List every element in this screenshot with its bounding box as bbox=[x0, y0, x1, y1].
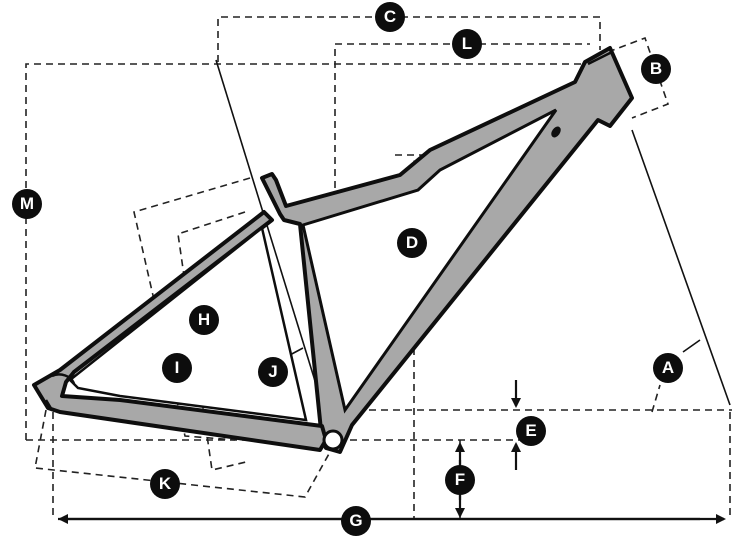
label-i: I bbox=[162, 353, 192, 383]
label-k: K bbox=[150, 469, 180, 499]
label-j: J bbox=[258, 357, 288, 387]
label-c: C bbox=[375, 2, 405, 32]
reference-lines bbox=[215, 59, 731, 437]
label-h: H bbox=[189, 305, 219, 335]
label-d: D bbox=[397, 228, 427, 258]
label-a: A bbox=[653, 353, 683, 383]
label-f: F bbox=[445, 465, 475, 495]
bike-frame bbox=[32, 46, 634, 454]
label-l: L bbox=[452, 29, 482, 59]
label-b: B bbox=[641, 54, 671, 84]
label-m: M bbox=[12, 189, 42, 219]
label-e: E bbox=[516, 416, 546, 446]
label-g: G bbox=[341, 506, 371, 536]
